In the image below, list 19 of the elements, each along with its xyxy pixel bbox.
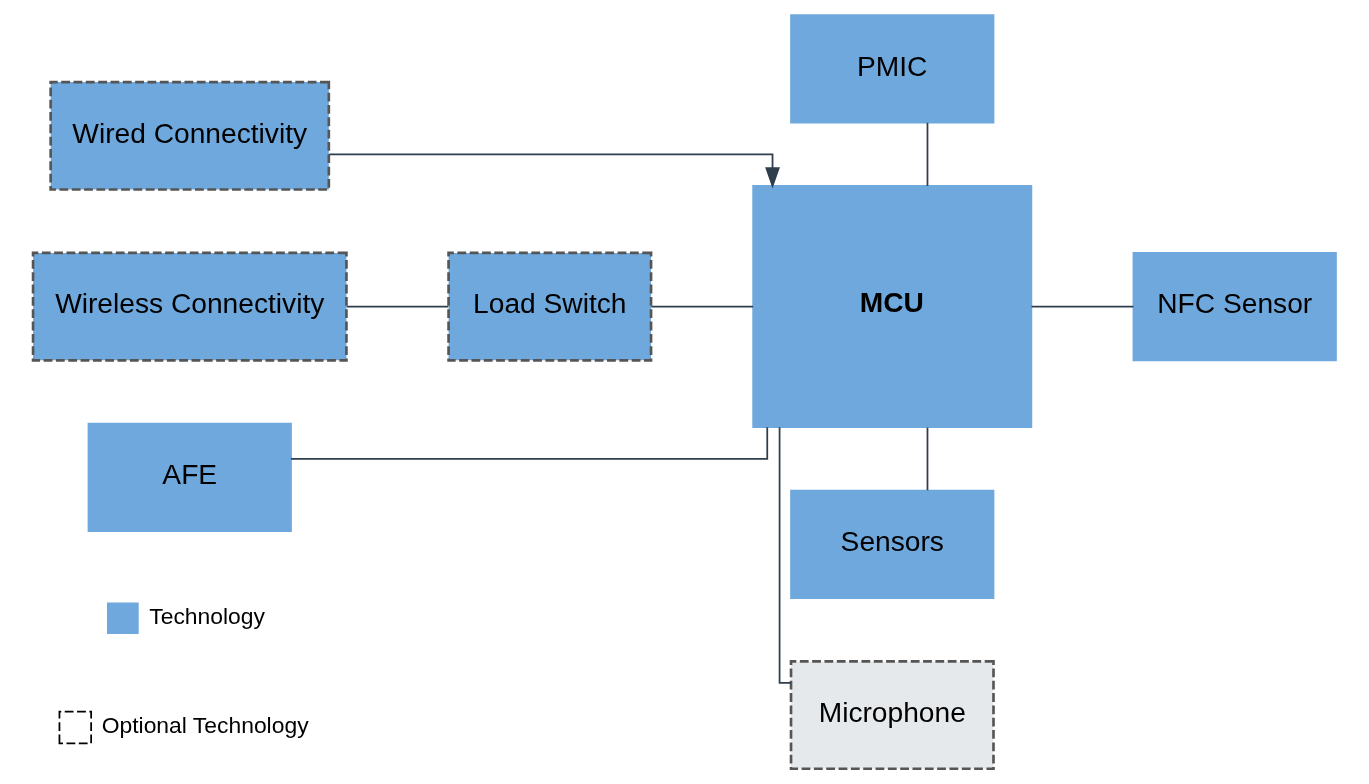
connector (926, 121, 929, 187)
legend-label: Technology (149, 603, 265, 630)
node-box: Wired Connectivity (49, 80, 331, 191)
connector (1030, 305, 1135, 308)
node-box: NFC Sensor (1132, 252, 1337, 362)
connector (345, 305, 450, 308)
node-box: MCU (752, 185, 1033, 429)
node-box: AFE (87, 422, 292, 532)
connector (926, 426, 929, 492)
node-box: Sensors (790, 489, 995, 599)
connector (650, 305, 754, 308)
node-box: Wireless Connectivity (31, 251, 348, 362)
arrow (328, 153, 780, 189)
node-box: Microphone (789, 660, 995, 771)
node-box: PMIC (790, 14, 995, 124)
connector (290, 426, 769, 460)
node-box: Load Switch (447, 251, 653, 362)
connector (778, 426, 792, 684)
legend-label: Optional Technology (101, 712, 309, 739)
